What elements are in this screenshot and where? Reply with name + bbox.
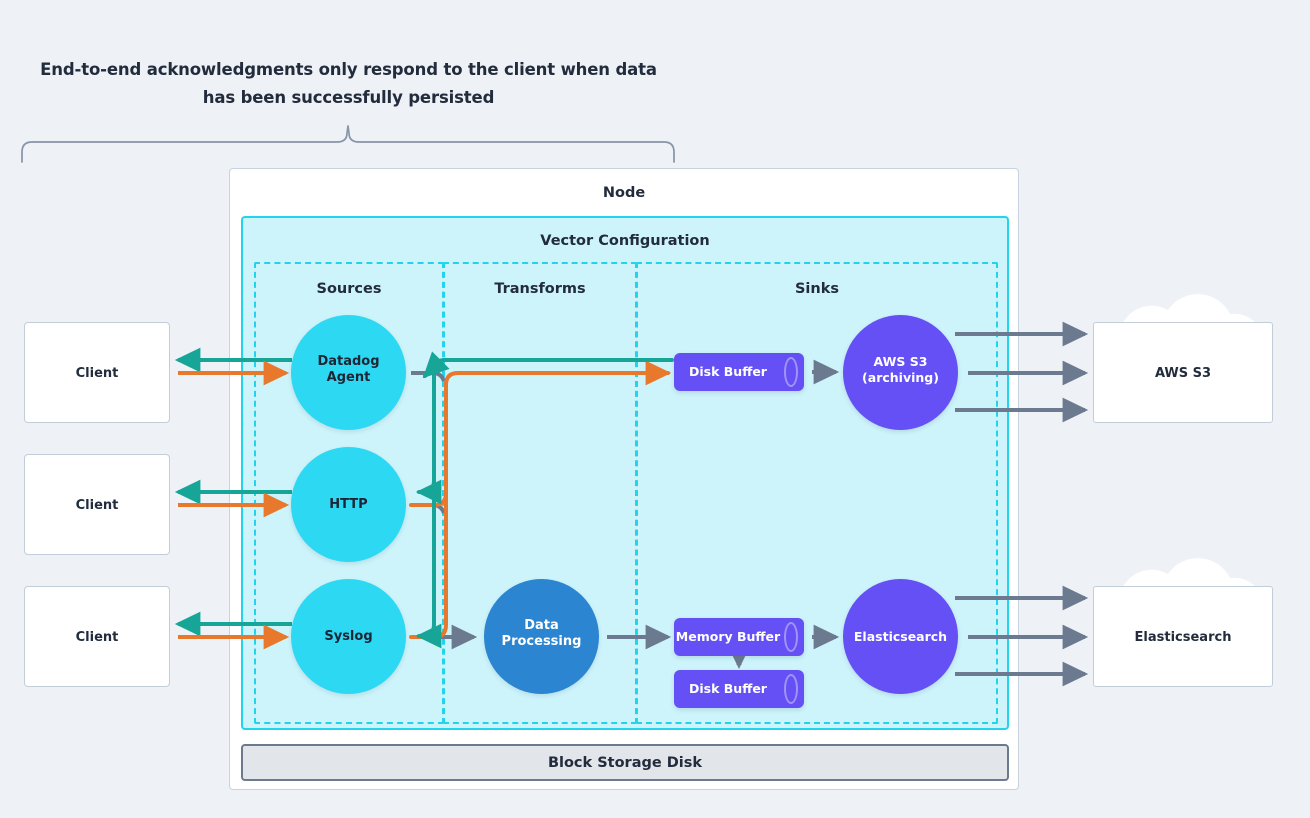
buffer-label: Memory Buffer (675, 629, 781, 644)
block-storage-disk-bar (241, 744, 1009, 781)
buffer-disk-s3: Disk Buffer (674, 353, 804, 391)
source-node-http (291, 447, 406, 562)
client-box (24, 322, 170, 423)
source-node-syslog (291, 579, 406, 694)
annotation-brace (21, 125, 675, 163)
buffer-memory-elasticsearch: Memory Buffer (674, 618, 804, 656)
cylinder-cap-icon (784, 674, 798, 704)
flow-ack-trunk (415, 351, 674, 649)
buffer-label: Disk Buffer (689, 681, 767, 696)
buffer-disk-elasticsearch: Disk Buffer (674, 670, 804, 708)
client-box (24, 586, 170, 687)
lane-sinks (636, 262, 998, 724)
destination-box-aws-s3 (1093, 322, 1273, 423)
transform-node-data-processing (484, 579, 599, 694)
cylinder-cap-icon (784, 357, 798, 387)
cylinder-cap-icon (784, 622, 798, 652)
client-box (24, 454, 170, 555)
page-title: End-to-end acknowledgments only respond … (40, 60, 657, 107)
sink-node-elasticsearch (843, 579, 958, 694)
sink-node-aws-s3 (843, 315, 958, 430)
destination-box-elasticsearch (1093, 586, 1273, 687)
source-node-datadog-agent (291, 315, 406, 430)
buffer-label: Disk Buffer (689, 364, 767, 379)
